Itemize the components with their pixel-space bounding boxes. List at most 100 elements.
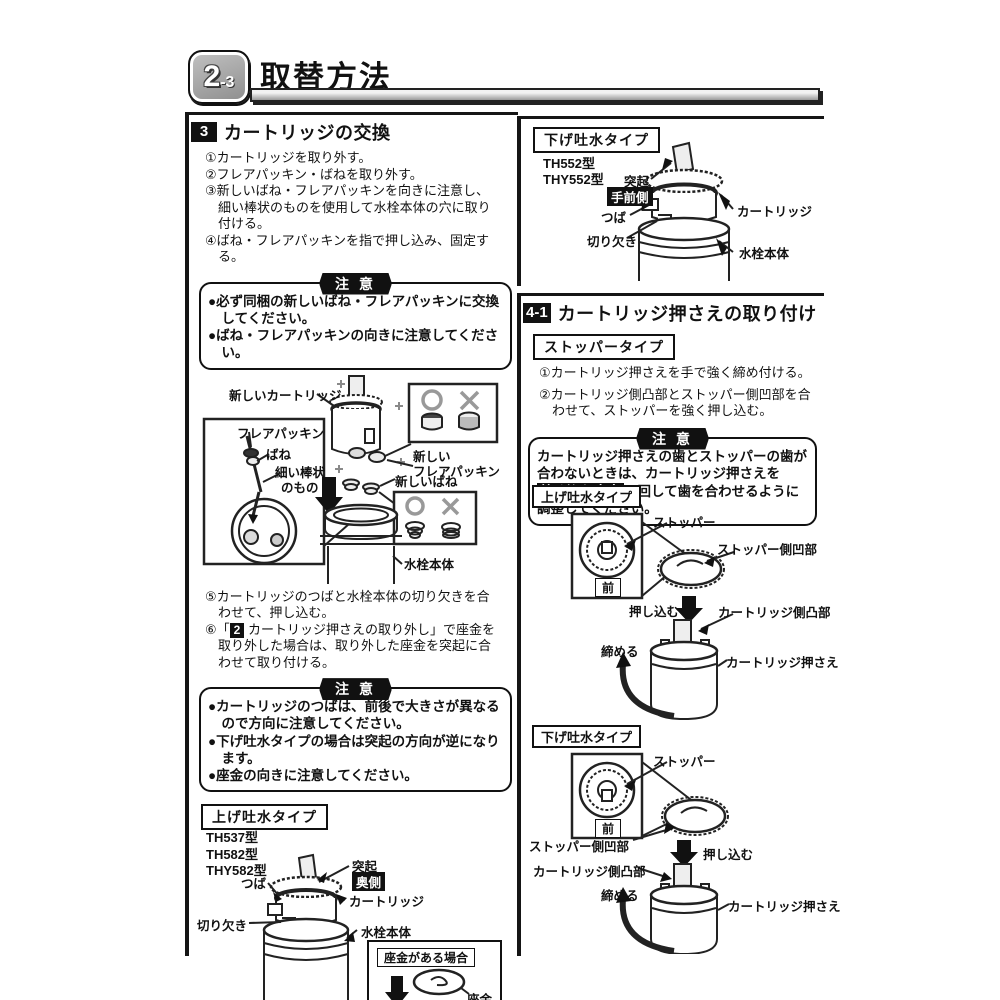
- cartridge-holder-label: カートリッジ押さえ: [728, 900, 841, 914]
- stopper-concave-label: ストッパー側凹部: [717, 543, 818, 557]
- section3-title: カートリッジの交換: [224, 123, 391, 143]
- rotate-arrow-icon: [616, 652, 631, 668]
- stopper-disc-art: [661, 796, 729, 836]
- section3-header: 3 カートリッジの交換: [191, 119, 518, 145]
- arrow-down-icon: [315, 476, 343, 514]
- model-number: THY582型: [206, 862, 267, 878]
- spring-label: ばね: [266, 447, 292, 462]
- model-number: TH552型: [543, 156, 596, 171]
- stopper-label: ストッパー: [653, 516, 716, 530]
- step-2: ②フレアパッキン・ばねを取り外す。: [205, 166, 423, 182]
- ng-icon: [459, 390, 480, 410]
- front-label: 前: [595, 819, 622, 838]
- faucet-body-art: [320, 503, 403, 584]
- cartridge-convex-label: カートリッジ側凸部: [533, 865, 646, 879]
- section3-steps-56: ⑤カートリッジのつばと水栓本体の切り欠きを合わせて、押し込む。 ⑥「2 カートリ…: [205, 589, 501, 672]
- cartridge-holder-label: カートリッジ押さえ: [726, 656, 839, 670]
- flare-correct-icon: [421, 412, 443, 431]
- holder-art: [649, 863, 719, 954]
- diagram-stopper-down: ストッパー 前 ストッパー側凹部 押し込む カートリッジ側凸部 締める カートリ…: [521, 748, 841, 954]
- ng-icon: [441, 497, 460, 515]
- step-3: ③新しいばね・フレアパッキンを向きに注意し、細い棒状のものを使用して水栓本体の穴…: [205, 183, 491, 231]
- down-spout-models: TH552型 THY552型: [543, 156, 824, 189]
- diagram-stopper-up: ストッパー 前 ストッパー側凹部 押し込む カートリッジ側凸部 締める カートリ…: [521, 508, 839, 722]
- section3-number-badge: 3: [191, 122, 217, 142]
- caution2-item: ●下げ吐水タイプの場合は突起の方向が逆になります。: [208, 733, 500, 766]
- step-6: ⑥「2 カートリッジ押さえの取り外し」で座金を取り外した場合は、取り外した座金を…: [205, 621, 495, 670]
- ok-icon: [421, 388, 443, 411]
- packing-insert-inset: [202, 417, 326, 565]
- washer-case-label: 座金がある場合: [377, 948, 476, 968]
- step-4: ④ばね・フレアパッキンを指で押し込み、固定する。: [205, 232, 490, 265]
- near-side-label: 手前側: [607, 187, 653, 206]
- stopper-concave-label: ストッパー側凹部: [529, 840, 630, 854]
- new-spring-label: 新しいばね: [395, 474, 458, 489]
- push-in-label: 押し込む: [629, 605, 680, 619]
- front-label: 前: [595, 578, 622, 597]
- collar-label: つば: [241, 877, 267, 892]
- diagram-up-spout-cartridge: TH537型 TH582型 THY582型 突起 奥側 つば カートリッジ 切り…: [189, 830, 518, 1000]
- model-number: TH537型: [206, 830, 259, 846]
- caution2-item: ●カートリッジのつばは、前後で大きさが異なるので方向に注意してください。: [208, 699, 500, 732]
- faucet-body-label: 水栓本体: [739, 247, 790, 261]
- stopper-type-label: ストッパータイプ: [533, 334, 675, 360]
- cartridge-label: カートリッジ: [349, 895, 425, 910]
- section-holder-install: 4-1 カートリッジ押さえの取り付け ストッパータイプ ①カートリッジ押さえを手…: [517, 293, 841, 956]
- stopper-up-art: [570, 512, 735, 721]
- flare-packing-okng-box: [407, 382, 499, 443]
- new-flare-small-icons: [348, 446, 386, 463]
- thin-stick-label2: のもの: [281, 480, 319, 495]
- step-2: ②カートリッジ側凸部とストッパー側凹部を合わせて、ストッパーを強く押し込む。: [539, 386, 811, 419]
- chapter-badge: 2-3: [188, 50, 250, 104]
- caution2-item: ●座金の向きに注意してください。: [208, 768, 418, 784]
- spring-wrong-icon: [441, 521, 461, 539]
- up-spout-type-label: 上げ吐水タイプ: [201, 804, 328, 831]
- diagram-cartridge-parts: 新しいカートリッジ フレアパッキン ばね 細い棒状 のもの 新しい フレアパッキ…: [189, 374, 518, 587]
- arrow-down-icon: [675, 596, 703, 623]
- cartridge-side-art: [262, 854, 350, 1000]
- cartridge-convex-label: カートリッジ側凸部: [718, 606, 831, 620]
- caution1-item: ●ばね・フレアパッキンの向きに注意してください。: [208, 328, 499, 361]
- new-cartridge-art: [316, 374, 383, 455]
- model-number: THY552型: [543, 172, 604, 188]
- caution-box-2: 注 意 ●カートリッジのつばは、前後で大きさが異なるので方向に注意してください。…: [199, 678, 512, 793]
- sparkle-icon: [335, 379, 405, 473]
- section3-steps: ①カートリッジを取り外す。 ②フレアパッキン・ばねを取り外す。 ③新しいばね・フ…: [205, 150, 501, 266]
- section2-ref-badge: 2: [229, 622, 245, 638]
- far-side-label: 奥側: [352, 872, 386, 892]
- cartridge-side-art: [637, 141, 731, 281]
- faucet-body-label: 水栓本体: [361, 926, 412, 941]
- down-spout-art: [626, 141, 734, 281]
- flare-packing-label: フレアパッキン: [237, 426, 324, 441]
- protrusion-label: 突起: [624, 175, 650, 189]
- push-in-label: 押し込む: [703, 848, 754, 862]
- arrow-down-icon: [385, 976, 409, 1000]
- washer-art: [385, 969, 470, 1000]
- caution-badge: 注 意: [636, 427, 709, 450]
- collar-label: つば: [601, 211, 627, 225]
- spring-okng-box: [392, 490, 478, 545]
- step-1: ①カートリッジを取り外す。: [205, 150, 372, 165]
- step-1: ①カートリッジ押さえを手で強く締め付ける。: [539, 365, 811, 380]
- stopper-down-art: [570, 752, 730, 954]
- tighten-label: 締める: [601, 645, 639, 659]
- rotate-arrow-icon: [616, 887, 631, 903]
- new-cartridge-label: 新しいカートリッジ: [229, 388, 342, 403]
- model-number: TH582型: [206, 846, 259, 862]
- section41-header: 4-1 カートリッジ押さえの取り付け: [523, 300, 824, 326]
- section-cartridge-replacement: 3 カートリッジの交換 ①カートリッジを取り外す。 ②フレアパッキン・ばねを取り…: [185, 112, 518, 1000]
- down-spout-type-block: 下げ吐水タイプ TH552型 THY552型: [517, 116, 824, 286]
- protrusion-label: 突起: [352, 860, 378, 875]
- down-spout-type-label: 下げ吐水タイプ: [532, 725, 642, 748]
- section41-title: カートリッジ押さえの取り付け: [557, 304, 817, 324]
- cartridge-parts-art: [202, 374, 499, 584]
- spring-correct-icon: [405, 520, 425, 539]
- arrow-down-icon: [670, 840, 698, 867]
- new-flare-label1: 新しい: [413, 449, 451, 464]
- stopper-disc-art: [657, 549, 725, 589]
- stopper-label: ストッパー: [653, 755, 716, 769]
- thin-stick-label: 細い棒状: [275, 465, 326, 480]
- new-flare-label2: フレアパッキン: [413, 464, 500, 479]
- title-rule-bar: [250, 88, 820, 102]
